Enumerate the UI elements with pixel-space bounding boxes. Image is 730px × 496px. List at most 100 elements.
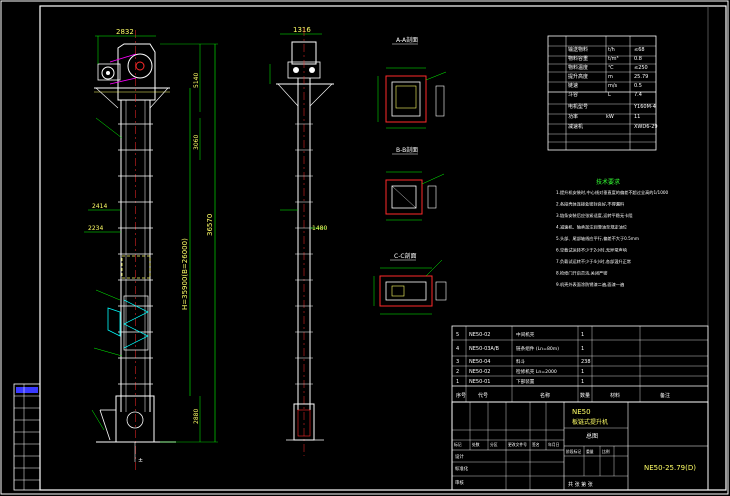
part-name: 链条组件 (Ln=80m) [516, 345, 559, 352]
part-code: NE50-01 [469, 379, 490, 385]
param-unit: m/s [608, 83, 618, 89]
note-item: 4.减速机、轴承加注润滑油至规定油位 [556, 224, 627, 231]
tb-left-label: 更改文件号 [508, 442, 527, 447]
parameter-table: 输送物料 t/h ≤68 物料容重 t/m³ 0.8 物料温度 ℃ ≤250 提升高度 m 25.79… [547, 35, 658, 151]
parts-header: 数量 [580, 392, 590, 399]
tb-left-label: 标记 [454, 442, 462, 447]
left-info-strip [13, 383, 41, 491]
svg-text:±: ± [138, 457, 143, 464]
note-item: 7.负载试运转不少于4小时,各部温升正常 [556, 258, 631, 265]
dim-2234: 2234 [88, 225, 103, 232]
param-unit: t/m³ [608, 56, 619, 62]
note-item: 8.检修门开启灵活,关闭严密 [556, 270, 607, 277]
param-name: 物料容重 [568, 55, 588, 62]
param-name: 链速 [568, 82, 578, 89]
top-width-dim: 2832 [116, 28, 134, 36]
dim-2880: 2880 [193, 409, 200, 424]
lift-height-dim: H=35900(B=26000) [181, 238, 189, 310]
tb-row-label: 设计 [455, 453, 464, 460]
dim-5140: 5140 [193, 73, 200, 88]
title-label: 总图 [586, 432, 598, 440]
parts-header: 材料 [610, 392, 620, 399]
drive-unit: kW [606, 114, 614, 120]
note-item: 1.提升机安装时,中心线对垂直度的偏差不超过全高的1/1000 [556, 189, 669, 196]
technical-notes: 技术要求 1.提升机安装时,中心线对垂直度的偏差不超过全高的1/1000 2.各段… [556, 178, 669, 288]
part-index: 4 [456, 346, 459, 352]
tb-stage-label: 阶段标记 [566, 449, 581, 454]
note-item: 6.空载试运转不少于2小时,无异常声响 [556, 247, 627, 254]
part-code: NE50-02 [469, 369, 490, 375]
drive-name: 减速机 [568, 123, 583, 130]
part-qty: 1 [581, 332, 584, 338]
part-code: NE50-04 [469, 359, 490, 365]
note-item: 9.机壳外表面涂防锈漆二遍,面漆一遍 [556, 281, 625, 288]
drive-value: 11 [634, 114, 640, 120]
part-qty: 238 [581, 359, 591, 365]
part-index: 1 [456, 379, 459, 385]
part-name: 料斗 [516, 358, 526, 365]
tb-left-label: 分区 [490, 442, 498, 447]
dim-3060: 3060 [193, 135, 200, 150]
drive-value: Y160M-4 [633, 104, 656, 110]
notes-title: 技术要求 [596, 178, 620, 186]
section-b: B-B剖面 [385, 146, 445, 221]
part-qty: 1 [581, 379, 584, 385]
param-unit: ℃ [608, 65, 614, 71]
parts-header: 序号 [456, 392, 466, 399]
part-index: 5 [456, 332, 459, 338]
tb-stage-label: 比例 [602, 449, 610, 454]
section-b-title: B-B剖面 [396, 146, 418, 154]
param-value: 7.4 [634, 92, 642, 98]
sheet-info: 共 张 第 张 [568, 481, 593, 488]
param-value: ≤250 [634, 65, 648, 71]
side-view: 1316 1480 [269, 26, 334, 456]
part-code: NE50-02 [469, 332, 490, 338]
drive-name: 功率 [568, 113, 578, 120]
parts-header: 备注 [660, 392, 670, 399]
part-index: 3 [456, 359, 459, 365]
overall-height-dim: 36570 [206, 214, 214, 236]
param-name: 提升高度 [568, 73, 588, 80]
tb-stage-label: 重量 [586, 449, 594, 454]
param-value: ≤68 [634, 47, 645, 53]
parts-header: 代号 [478, 392, 488, 399]
param-value: 0.5 [634, 83, 642, 89]
side-width-dim: 1316 [293, 26, 311, 34]
part-name: 下部装置 [516, 378, 535, 385]
inner-border [39, 5, 727, 491]
param-unit: L [608, 92, 611, 98]
param-unit: m [608, 74, 613, 80]
drive-value: XWD6-29 [634, 124, 658, 130]
front-view: ± 2832 36570 H=35900(B=26000) 5140 3060 … [84, 28, 218, 470]
drive-name: 电机型号 [568, 103, 588, 110]
part-name: 检修机壳 Ln=2000 [516, 368, 557, 375]
part-qty: 1 [581, 369, 584, 375]
dim-2414: 2414 [92, 203, 107, 210]
part-code: NE50-03A/B [469, 346, 500, 352]
drawing-model: NE50 [572, 408, 591, 416]
section-a: A-A剖面 [377, 36, 447, 129]
param-name: 物料温度 [568, 64, 588, 71]
drawing-number: NE50-25.79(D) [644, 464, 696, 472]
title-block: NE50 板链式提升机 总图 共 张 第 张 NE50-25.79(D) 标记处… [451, 401, 709, 491]
tb-left-label: 签名 [532, 442, 540, 447]
part-index: 2 [456, 369, 459, 375]
param-value: 25.79 [634, 74, 648, 80]
param-value: 0.8 [634, 56, 642, 62]
note-item: 5.头部、尾部轴线应平行,偏差不大于0.5mm [556, 235, 639, 242]
param-unit: t/h [608, 47, 615, 53]
tb-row-label: 标准化 [455, 465, 469, 472]
note-item: 2.各段壳体连接处密封良好,不得漏料 [556, 201, 625, 208]
tb-row-label: 审核 [455, 479, 464, 486]
section-a-title: A-A剖面 [396, 36, 418, 44]
tb-left-label: 年月日 [548, 442, 560, 447]
parts-header: 名称 [540, 392, 550, 399]
section-c-title: C-C剖面 [394, 252, 417, 260]
note-item: 3.链条安装后应张紧适度,运转平稳无卡阻 [556, 212, 633, 219]
section-c: C-C剖面 [373, 252, 447, 315]
param-name: 输送物料 [568, 46, 588, 53]
